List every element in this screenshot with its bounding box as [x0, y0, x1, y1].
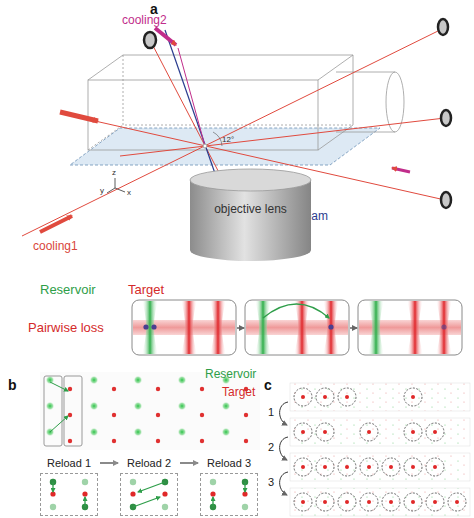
glass-cell — [70, 55, 404, 165]
laser-beams — [22, 28, 445, 236]
trap-label: Reservoir — [40, 283, 96, 296]
dashed-frame — [120, 473, 178, 516]
beam-label: cooling2 — [122, 14, 167, 26]
trap-label: Target — [222, 386, 255, 398]
step-number: 3 — [268, 477, 274, 488]
beam-label: cooling1 — [33, 240, 78, 252]
reload-dots — [41, 474, 97, 515]
axis-label: y — [100, 187, 104, 195]
mirror — [144, 19, 451, 208]
trap-label: Target — [128, 283, 164, 296]
process-label: Pairwise loss — [28, 321, 104, 334]
reload-step: Reload 1 — [40, 455, 98, 516]
step-label: Reload 1 — [34, 457, 104, 469]
dashed-frame — [40, 473, 98, 516]
panel-letter: c — [264, 378, 272, 392]
reload-step: Reload 2 — [120, 455, 178, 516]
axis-label: x — [127, 189, 131, 197]
atom-array-image — [40, 372, 260, 450]
trap-sequence — [132, 300, 462, 355]
angle-label: 12° — [222, 136, 234, 144]
axes — [107, 178, 125, 193]
trap-label: Reservoir — [205, 368, 256, 380]
lens-label: objective lens — [188, 202, 313, 216]
step-label: Reload 2 — [114, 457, 184, 469]
image-strips — [280, 383, 470, 516]
objective-lens: objective lens — [188, 168, 313, 263]
reload-dots — [201, 474, 257, 515]
step-number: 1 — [268, 407, 274, 418]
step-arrow — [180, 462, 198, 464]
dashed-frame — [200, 473, 258, 516]
panel-letter: b — [8, 378, 17, 392]
axis-label: z — [112, 169, 116, 177]
reload-step: Reload 3 — [200, 455, 258, 516]
step-number: 2 — [268, 442, 274, 453]
reload-dots — [121, 474, 177, 515]
step-label: Reload 3 — [194, 457, 264, 469]
step-arrow — [100, 462, 118, 464]
